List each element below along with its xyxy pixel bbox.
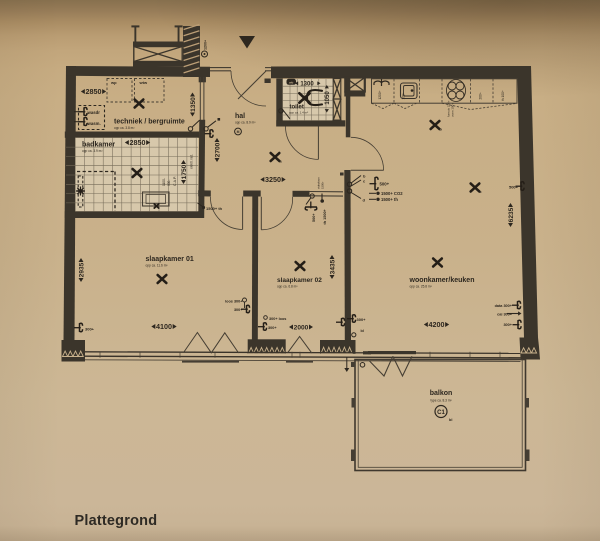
svg-text:300+: 300+	[357, 317, 367, 322]
svg-text:4200: 4200	[429, 320, 445, 329]
svg-text:opp ca. 25.8 m²: opp ca. 25.8 m²	[410, 285, 432, 289]
svg-text:300+ loos: 300+ loos	[269, 317, 286, 321]
svg-text:C.A.P.: C.A.P.	[173, 176, 177, 186]
svg-text:elektr. rad.: elektr. rad.	[190, 154, 194, 169]
svg-text:th 1500+: th 1500+	[323, 208, 327, 224]
svg-text:opp ca. 6.8 m²: opp ca. 6.8 m²	[277, 285, 297, 289]
svg-text:wasm.: wasm.	[87, 121, 101, 126]
svg-text:1300: 1300	[300, 81, 314, 87]
svg-text:3435: 3435	[329, 259, 336, 274]
svg-text:1100-: 1100-	[162, 178, 166, 186]
svg-text:6235: 6235	[508, 207, 515, 222]
svg-text:2850: 2850	[130, 138, 146, 147]
svg-text:c: c	[480, 190, 482, 194]
svg-text:1200+: 1200+	[378, 90, 382, 99]
svg-text:200+: 200+	[479, 92, 483, 99]
svg-text:type ca. 8.3 m²: type ca. 8.3 m²	[430, 399, 451, 403]
svg-text:bl: bl	[361, 329, 364, 333]
svg-text:2000: 2000	[294, 324, 309, 331]
svg-text:3250: 3250	[265, 175, 281, 184]
svg-text:opp ca. 8.9 m²: opp ca. 8.9 m²	[235, 121, 255, 125]
svg-text:1750: 1750	[181, 164, 188, 179]
svg-text:1050: 1050	[325, 91, 331, 105]
svg-text:toilet: toilet	[290, 104, 304, 110]
svg-text:900-: 900-	[167, 180, 171, 186]
svg-text:300+: 300+	[234, 308, 243, 312]
svg-text:wtw: wtw	[139, 80, 148, 85]
svg-text:opp ca. 11.6 m²: opp ca. 11.6 m²	[146, 264, 168, 268]
svg-text:1500+ th: 1500+ th	[381, 197, 398, 202]
svg-text:b: b	[363, 174, 366, 179]
svg-text:loos 300+: loos 300+	[225, 300, 243, 304]
svg-text:oven 100+: oven 100+	[451, 103, 455, 117]
svg-text:wp: wp	[110, 80, 117, 85]
svg-text:4100: 4100	[156, 322, 172, 331]
svg-text:2700: 2700	[214, 142, 221, 157]
svg-text:C1: C1	[437, 410, 445, 416]
svg-text:300+: 300+	[503, 323, 512, 327]
svg-text:slaapkamer 01: slaapkamer 01	[146, 256, 194, 263]
svg-text:d: d	[363, 198, 366, 203]
svg-text:500+: 500+	[509, 185, 519, 190]
svg-text:videofoon: videofoon	[317, 177, 321, 189]
svg-text:hal: hal	[235, 113, 245, 120]
svg-text:balkon: balkon	[430, 390, 453, 397]
svg-text:c: c	[363, 179, 366, 184]
svg-text:500+: 500+	[312, 213, 316, 222]
svg-text:300+: 300+	[85, 327, 95, 332]
svg-text:data 300+: data 300+	[495, 304, 513, 308]
svg-text:300+: 300+	[268, 326, 277, 330]
svg-text:opp ca. 3.9 m²: opp ca. 3.9 m²	[82, 149, 102, 153]
svg-text:badkamer: badkamer	[82, 142, 115, 149]
svg-text:opp ca. 1.4 m²: opp ca. 1.4 m²	[289, 111, 308, 115]
svg-text:1500+ CO2: 1500+ CO2	[381, 191, 403, 196]
svg-text:techniek / bergruimte: techniek / bergruimte	[114, 119, 185, 126]
svg-text:1350: 1350	[190, 97, 197, 112]
svg-text:b: b	[440, 128, 443, 132]
svg-text:1500+: 1500+	[321, 181, 325, 189]
svg-text:100+: 100+	[402, 92, 406, 99]
svg-text:cai 300+: cai 300+	[497, 313, 513, 317]
svg-text:slaapkamer 02: slaapkamer 02	[277, 277, 322, 284]
svg-text:fornuis 220+: fornuis 220+	[447, 100, 451, 117]
svg-text:wb: wb	[288, 81, 293, 85]
svg-text:500+: 500+	[380, 181, 390, 186]
svg-text:M: M	[237, 130, 240, 134]
svg-text:2850: 2850	[86, 87, 102, 96]
svg-text:2935: 2935	[78, 262, 85, 277]
svg-text:wasdr: wasdr	[87, 110, 101, 115]
svg-text:woonkamer/keuken: woonkamer/keuken	[409, 277, 475, 284]
svg-text:a: a	[280, 160, 283, 164]
svg-text:th 100+: th 100+	[501, 90, 505, 101]
svg-text:1200+: 1200+	[204, 40, 208, 50]
svg-text:opp ca. 3.8 m²: opp ca. 3.8 m²	[114, 126, 134, 130]
svg-text:1500+ th: 1500+ th	[206, 206, 223, 211]
svg-text:bl: bl	[449, 418, 452, 422]
